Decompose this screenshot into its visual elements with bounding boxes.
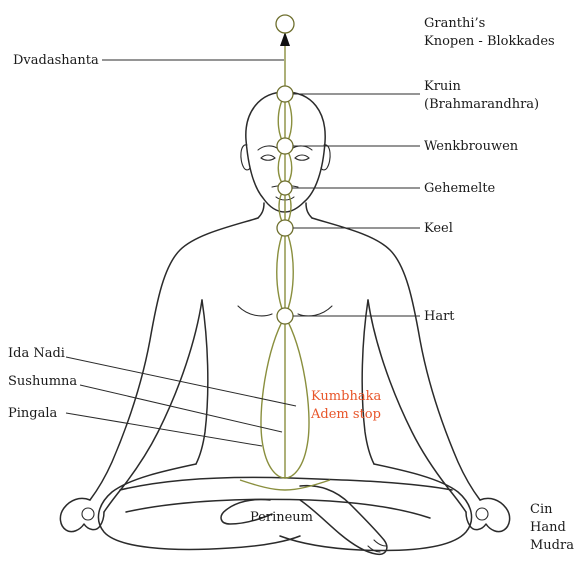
toes (367, 539, 387, 553)
left-mudra-circle (81, 507, 95, 521)
right-ear (320, 144, 331, 171)
lap-outline (97, 463, 301, 551)
seated-figure (59, 91, 511, 556)
ida-leader (65, 356, 297, 407)
cin-label-line3: Mudra (530, 538, 574, 553)
right-mudra-circle (475, 507, 489, 521)
right-forearm-inner (367, 299, 467, 513)
left-eyebrow (257, 145, 278, 151)
right-arm (311, 217, 481, 501)
kumbhaka-label-line1: Kumbhaka (311, 389, 381, 404)
kruin-label-line1: Kruin (424, 79, 461, 94)
ida-nadi-label: Ida Nadi (8, 346, 65, 361)
wenkbrouwen-knot (276, 137, 294, 155)
granthi-label-line2: Knopen - Blokkades (424, 34, 555, 49)
granthi-label-line1: Granthi’s (424, 16, 485, 31)
sushumna-leader (79, 384, 283, 433)
right-eyebrow (292, 145, 313, 151)
cin-label-line2: Hand (530, 520, 566, 535)
torso-left (195, 299, 209, 465)
torso-right (361, 299, 375, 465)
gehemelte-label: Gehemelte (424, 181, 496, 196)
perineum-label: Perineum (250, 510, 313, 525)
keel-knot (276, 219, 294, 237)
back-foot (220, 498, 273, 525)
hart-knot (276, 307, 294, 325)
keel-label: Keel (424, 221, 453, 236)
wenkbrouwen-label: Wenkbrouwen (424, 139, 519, 154)
dvadashanta-knot (275, 14, 295, 34)
right-eye (294, 154, 310, 161)
left-hand (59, 497, 105, 533)
pingala-leader (65, 412, 263, 447)
sushumna-label: Sushumna (8, 374, 77, 389)
arrow-head-icon (280, 32, 290, 46)
left-arm (89, 217, 259, 501)
left-forearm-inner (103, 299, 203, 513)
lower-shin (125, 498, 431, 519)
perineum-loop (239, 479, 331, 491)
neck-left (257, 202, 265, 219)
crown-arrow (280, 32, 290, 46)
gehemelte-knot (277, 180, 293, 196)
hart-label: Hart (424, 309, 455, 324)
kruin-label-line2: (Brahmarandhra) (424, 97, 539, 112)
cin-label-line1: Cin (530, 502, 553, 517)
labels: Granthi’s Knopen - Blokkades Dvadashanta… (8, 16, 574, 553)
kumbhaka-label-line2: Adem stop (310, 407, 381, 422)
kruin-knot (276, 85, 294, 103)
pingala-label: Pingala (8, 406, 58, 421)
left-ear (240, 144, 251, 171)
front-foot (299, 484, 388, 556)
upper-shin (119, 476, 453, 491)
chest-left (237, 305, 273, 317)
neck-right (305, 202, 313, 219)
leader-lines (65, 59, 420, 447)
dvadashanta-label: Dvadashanta (13, 53, 99, 68)
right-hand (465, 497, 511, 533)
chest-right (297, 305, 333, 317)
lap-outline-right (279, 463, 473, 552)
left-eye (260, 154, 276, 161)
